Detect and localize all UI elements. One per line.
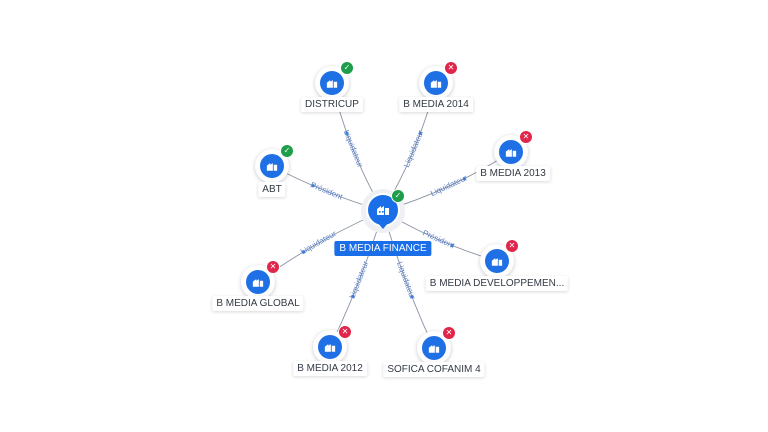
company-icon bbox=[260, 154, 284, 178]
edge-label: Président bbox=[309, 180, 344, 201]
node-label[interactable]: B MEDIA 2012 bbox=[293, 361, 367, 376]
node-label[interactable]: B MEDIA 2013 bbox=[476, 166, 550, 181]
node-label[interactable]: SOFICA COFANIM 4 bbox=[383, 362, 485, 377]
company-icon bbox=[499, 140, 523, 164]
node-label[interactable]: DISTRICUP bbox=[301, 97, 363, 112]
company-icon bbox=[318, 335, 342, 359]
node-label[interactable]: ABT bbox=[258, 182, 286, 197]
edge-arrow bbox=[351, 294, 355, 298]
close-icon: ✕ bbox=[338, 325, 352, 339]
close-icon: ✕ bbox=[266, 260, 280, 274]
company-icon bbox=[422, 336, 446, 360]
company-icon bbox=[485, 249, 509, 273]
edge-label: Liquidateur bbox=[342, 129, 365, 169]
edge-arrow bbox=[410, 295, 414, 299]
center-node-label[interactable]: B MEDIA FINANCE bbox=[334, 241, 432, 256]
check-icon: ✓ bbox=[340, 61, 354, 75]
edge-arrow bbox=[462, 177, 466, 181]
company-icon bbox=[368, 195, 398, 225]
close-icon: ✕ bbox=[519, 130, 533, 144]
company-icon bbox=[320, 71, 344, 95]
center-node-circle[interactable]: ✓ bbox=[361, 189, 405, 233]
edge-arrow bbox=[311, 184, 315, 188]
close-icon: ✕ bbox=[442, 326, 456, 340]
node-label[interactable]: B MEDIA 2014 bbox=[399, 97, 473, 112]
node-label[interactable]: B MEDIA DEVELOPPEMEN... bbox=[425, 276, 569, 291]
edge-arrow bbox=[345, 131, 349, 135]
pin-pointer-icon bbox=[377, 222, 389, 229]
close-icon: ✕ bbox=[444, 61, 458, 75]
edge-label: Liquidateur bbox=[299, 229, 338, 257]
edge-label: Liquidateur bbox=[402, 128, 426, 168]
edge-label: Liquidateur bbox=[348, 260, 371, 300]
company-icon bbox=[424, 71, 448, 95]
edge-label: Liquidateur bbox=[395, 260, 417, 301]
company-icon bbox=[246, 270, 270, 294]
node-label[interactable]: B MEDIA GLOBAL bbox=[212, 296, 304, 311]
edge-arrow bbox=[302, 250, 306, 254]
edge-label: Liquidateur bbox=[429, 173, 469, 198]
check-icon: ✓ bbox=[280, 144, 294, 158]
edge-arrow bbox=[450, 243, 454, 248]
edge-arrow bbox=[418, 131, 422, 136]
check-icon: ✓ bbox=[391, 189, 405, 203]
close-icon: ✕ bbox=[505, 239, 519, 253]
